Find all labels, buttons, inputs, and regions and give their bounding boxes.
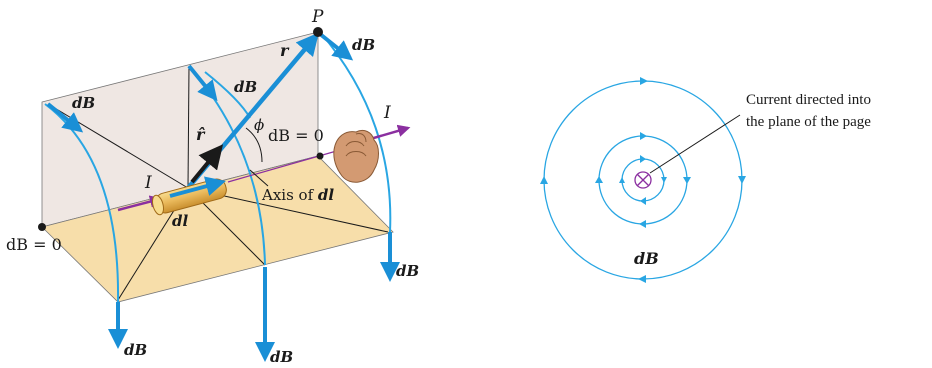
label-db-bottom-mid: dB bbox=[270, 348, 293, 366]
label-current-right: I bbox=[383, 103, 391, 123]
rhat-vector bbox=[190, 144, 224, 184]
label-dl: dl bbox=[172, 212, 188, 230]
into-page-cross-icon bbox=[634, 171, 652, 189]
label-p: P bbox=[311, 7, 324, 27]
right-figure: Current directed into the plane of the p… bbox=[540, 77, 871, 283]
label-db-top: dB bbox=[352, 36, 375, 54]
point-p bbox=[313, 27, 323, 37]
label-phi: ϕ bbox=[254, 116, 264, 134]
label-axis-of-dl: Axis of dl bbox=[261, 186, 334, 204]
caption-line1: Current directed into bbox=[746, 92, 871, 108]
label-rhat: r̂ bbox=[196, 125, 206, 144]
label-db-zero-right: dB = 0 bbox=[268, 126, 324, 145]
label-r: r bbox=[280, 41, 290, 60]
db-arrow-left-top bbox=[46, 102, 84, 133]
label-db-right-figure: dB bbox=[634, 249, 659, 268]
base-plane bbox=[41, 155, 394, 303]
caption-line2: the plane of the page bbox=[746, 114, 871, 130]
point-db-zero-right bbox=[316, 152, 324, 160]
db-arrows bbox=[46, 32, 400, 362]
label-db-right: dB bbox=[396, 262, 419, 280]
label-db-bottom-left: dB bbox=[124, 341, 147, 359]
label-db-zero-left: dB = 0 bbox=[6, 235, 62, 254]
axis-leader bbox=[249, 169, 269, 187]
phi-arc bbox=[245, 127, 263, 163]
left-figure: P r r̂ ϕ I I dl Axis of dl dB = 0 dB = 0… bbox=[6, 7, 419, 366]
point-db-zero-left bbox=[38, 223, 46, 231]
label-current-left: I bbox=[144, 173, 152, 193]
dl-vector bbox=[169, 176, 226, 198]
db-arrow-top bbox=[318, 32, 354, 61]
label-db-left-top: dB bbox=[72, 94, 95, 112]
field-direction-arrows bbox=[540, 77, 746, 283]
label-db-mid: dB bbox=[234, 78, 257, 96]
db-arrow-mid bbox=[187, 64, 218, 102]
right-hand-icon bbox=[333, 129, 379, 183]
caption-leader bbox=[649, 114, 741, 174]
